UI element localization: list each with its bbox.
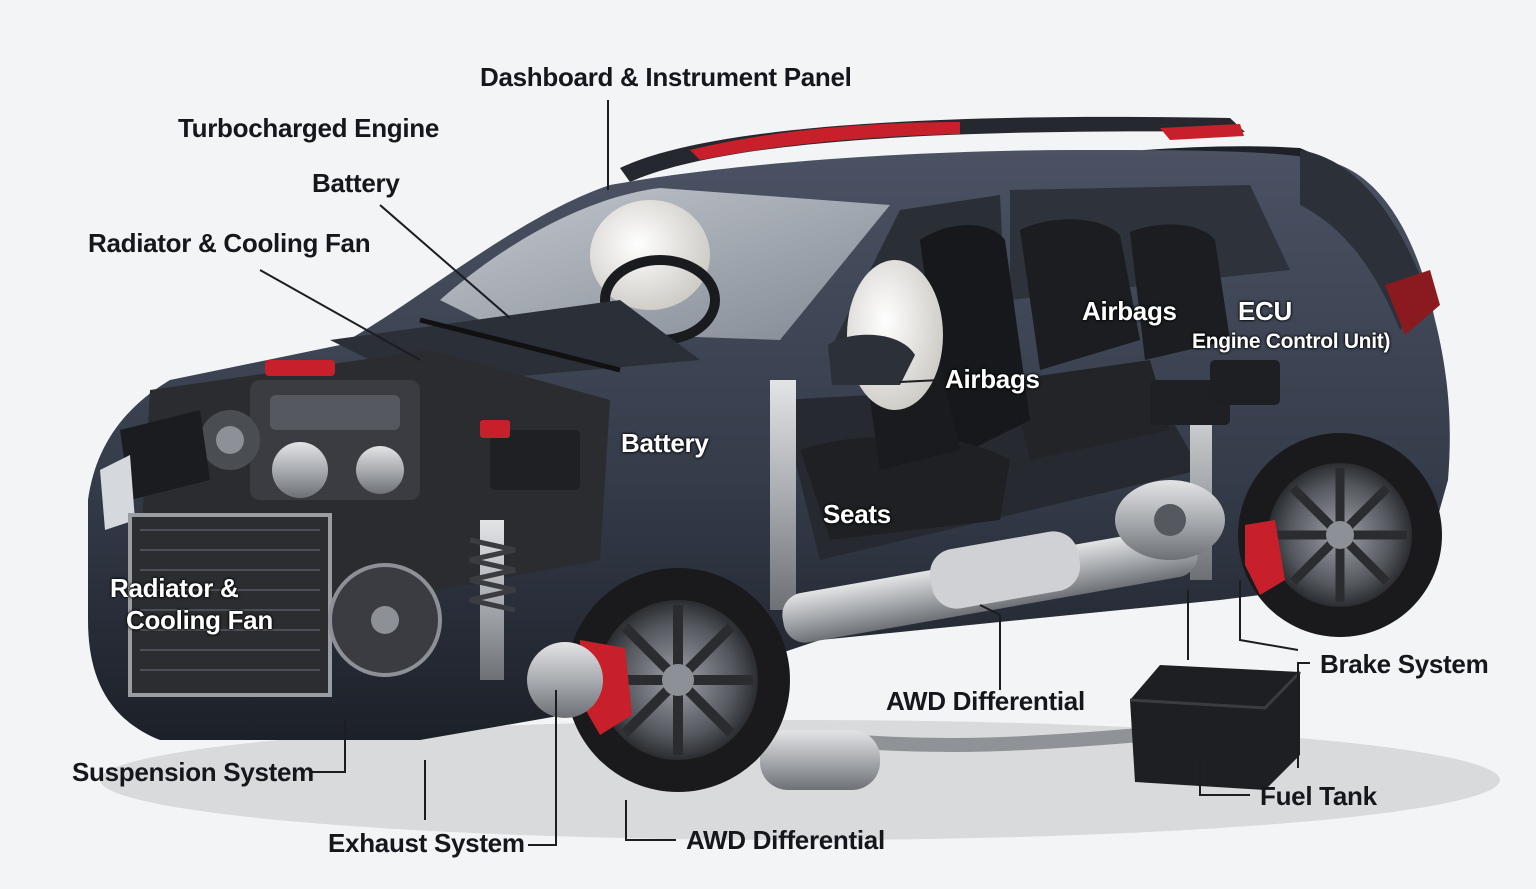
front-brake-caliper	[527, 640, 632, 735]
side-mirror	[828, 334, 915, 385]
front-wheel	[566, 568, 790, 792]
front-suspension	[469, 520, 516, 680]
leader-awd-mid	[979, 604, 1001, 690]
headlight	[100, 455, 135, 530]
label-turbocharged-engine: Turbocharged Engine	[178, 113, 440, 143]
label-seats: Seats	[823, 499, 891, 529]
label-airbags-front: Airbags	[945, 364, 1040, 394]
roof-rail-red	[690, 122, 960, 160]
leader-brake	[1297, 662, 1310, 768]
leader-awd-bottom	[625, 800, 676, 841]
battery-unit	[480, 420, 580, 490]
label-radiator-front-1: Radiator &	[110, 573, 239, 603]
rear-differential	[1115, 480, 1225, 560]
leader-fuel-tank	[1199, 760, 1250, 796]
ecu-box	[1210, 360, 1280, 405]
rear-seats	[1010, 219, 1230, 460]
leader-brake-2	[1239, 580, 1299, 651]
label-airbags-rear: Airbags	[1082, 296, 1177, 326]
label-radiator-front-2: Cooling Fan	[126, 605, 273, 635]
leader-battery-top	[379, 204, 511, 319]
roof-rail-red-rear	[1160, 124, 1244, 140]
label-suspension-system: Suspension System	[72, 757, 314, 787]
label-brake-system: Brake System	[1320, 649, 1489, 679]
label-battery-top: Battery	[312, 168, 400, 198]
label-fuel-tank: Fuel Tank	[1260, 781, 1377, 811]
roof-rail	[620, 116, 1245, 182]
label-awd-differential-mid: AWD Differential	[886, 686, 1085, 716]
catalytic-converter	[760, 730, 880, 790]
fuel-tank	[1129, 665, 1302, 790]
label-radiator-top: Radiator & Cooling Fan	[88, 228, 371, 258]
airbag-dashboard	[590, 200, 710, 310]
wiper	[419, 317, 621, 373]
label-awd-differential-bottom: AWD Differential	[686, 825, 885, 855]
leader-radiator-top	[259, 269, 421, 361]
leader-airbags-front	[899, 379, 941, 383]
leader-exhaust	[528, 690, 557, 846]
label-dashboard: Dashboard & Instrument Panel	[480, 62, 852, 92]
rear-brake-caliper	[1245, 520, 1285, 595]
label-exhaust-system: Exhaust System	[328, 828, 525, 858]
rear-wheel	[1238, 433, 1442, 637]
leader-lines	[259, 100, 1310, 846]
label-ecu-subtitle: Engine Control Unit)	[1192, 330, 1391, 353]
drive-shaft	[782, 527, 1198, 643]
front-grille	[120, 410, 210, 500]
tail-light	[1385, 270, 1440, 335]
radiator	[128, 513, 442, 697]
label-battery-engine: Battery	[621, 428, 709, 458]
engine-block	[200, 360, 420, 500]
leader-suspension	[310, 720, 346, 773]
center-strut	[770, 380, 796, 610]
label-ecu-title: ECU	[1238, 296, 1292, 326]
